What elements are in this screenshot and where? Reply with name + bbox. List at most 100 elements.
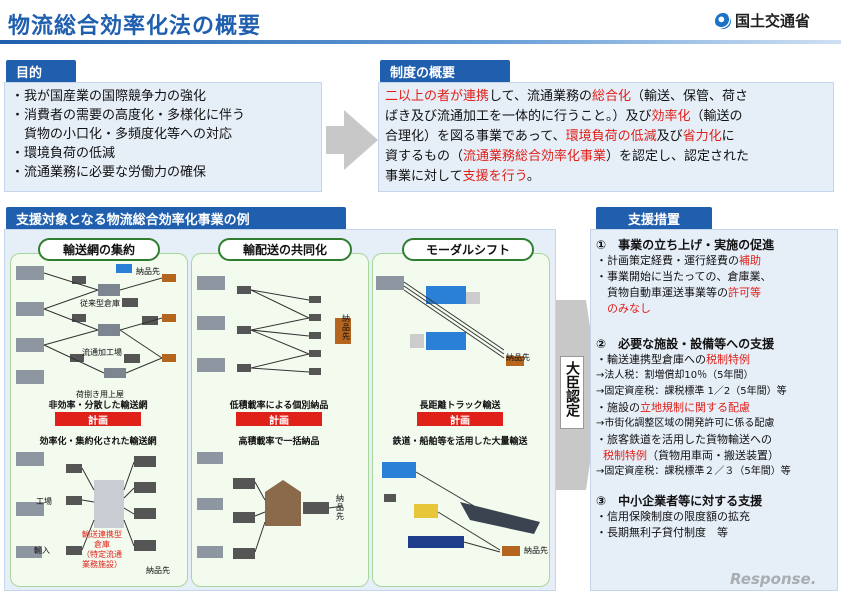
overview-text: に <box>721 129 735 144</box>
destination-icon <box>506 356 524 366</box>
network-center-label: 輸送連携型 倉庫 （特定流通 業務施設） <box>82 530 122 569</box>
overview-text-highlight: 二以上の者が連携 <box>385 89 490 104</box>
ministry-name: 国土交通省 <box>735 12 811 30</box>
purpose-header: 目的 <box>6 60 76 83</box>
support-text: ・輸送連携型倉庫への <box>596 353 706 366</box>
network-cargo-label: 荷捌き用上屋 <box>76 390 124 399</box>
purpose-item: ・環境負荷の低減 <box>11 146 116 161</box>
factory-icon <box>197 452 223 558</box>
minister-approval-text: 大臣認定 <box>564 361 580 417</box>
support-item: ・長期無利子貸付制度 等 <box>596 526 728 539</box>
overview-text: 資するもの（ <box>385 149 464 164</box>
support-section2-title: ② 必要な施設・設備等への支援 <box>596 337 775 351</box>
ministry-emblem-icon <box>715 12 731 29</box>
support-text-highlight: 補助 <box>739 254 761 267</box>
support-text: （貨物用車両・搬送装置） <box>647 449 779 462</box>
route-arrows <box>403 281 505 359</box>
factory-icon <box>197 276 225 372</box>
overview-text: 及び <box>656 129 683 144</box>
truck-icon <box>410 286 480 350</box>
joint-title: 輸配送の共同化 <box>218 238 352 261</box>
factory-icon <box>376 276 404 290</box>
support-item: ・旅客鉄道を活用した貨物輸送への <box>596 433 772 446</box>
network-title: 輸送網の集約 <box>38 238 160 261</box>
support-item: ・事業開始に当たっての、倉庫業、 <box>596 270 772 283</box>
modal-dest2-label: 納品先 <box>524 546 548 555</box>
support-section3-title: ③ 中小企業者等に対する支援 <box>596 494 763 508</box>
network-before-diagram <box>16 264 176 384</box>
joint-before-diagram <box>197 276 351 375</box>
network-after-caption: 効率化・集約化された輸送網 <box>39 437 157 447</box>
support-item: ・輸送連携型倉庫への税制特例 <box>596 352 834 368</box>
support-item: 税制特例（貨物用車両・搬送装置） <box>596 448 834 464</box>
overview-text: ）を認定し、認定された <box>606 149 750 164</box>
overview-text-highlight: 省力化 <box>682 129 722 144</box>
destination-icon <box>335 318 351 344</box>
network-import-label: 輸入 <box>34 546 50 555</box>
support-text-highlight: 許可等 <box>728 286 761 299</box>
support-item: →法人税：割増償却10％（5年間） <box>596 370 754 381</box>
title-divider <box>0 40 841 44</box>
joint-after-caption: 高積載率で一括納品 <box>238 437 320 447</box>
destination-icon <box>502 546 520 556</box>
ministry-logo: 国土交通省 <box>715 10 810 31</box>
support-section1-title: ① 事業の立ち上げ・実施の促進 <box>596 238 775 252</box>
route-arrows <box>43 272 163 374</box>
overview-text: ばき及び流通加工を一体的に行うこと。）及び <box>385 109 652 124</box>
joint-after-diagram <box>197 452 344 559</box>
support-content: ① 事業の立ち上げ・実施の促進 ・計画策定経費・運行経費の補助 ・事業開始に当た… <box>596 236 834 541</box>
support-item: のみなし <box>596 302 651 315</box>
support-panel <box>590 229 838 591</box>
watermark: Response. <box>730 570 817 588</box>
support-text-highlight: 立地規制に関する配慮 <box>640 401 750 414</box>
overview-text-highlight: 流通業務総合効率化事業 <box>463 149 607 164</box>
overview-text-highlight: 効率化 <box>651 109 691 124</box>
truck-icon <box>237 286 321 375</box>
joint-before-caption: 低積載率による個別納品 <box>229 401 329 411</box>
joint-dest2-label: 納品先 <box>336 494 344 521</box>
factory-icon <box>16 266 44 384</box>
network-factory-label: 工場 <box>36 497 52 506</box>
support-item: →市街化調整区域の開発許可に係る配慮 <box>596 418 775 429</box>
overview-text: 。 <box>526 169 540 184</box>
purpose-item: 貨物の小口化・多頻度化等への対応 <box>11 127 233 142</box>
support-item: ・計画策定経費・運行経費の補助 <box>596 253 834 269</box>
support-text-highlight: 税制特例 <box>706 353 750 366</box>
train-icon <box>408 536 464 548</box>
network-dest2-label: 納品先 <box>146 566 170 575</box>
truck-icon <box>382 462 416 502</box>
container-icon <box>414 504 438 518</box>
support-header: 支援措置 <box>596 207 712 230</box>
support-text: ・施設の <box>596 401 640 414</box>
overview-panel: 二以上の者が連携して、流通業務の総合化（輸送、保管、荷さ ばき及び流通加工を一体… <box>378 82 834 192</box>
factory-icon <box>16 452 44 558</box>
destination-icon <box>162 274 176 362</box>
support-item: →固定資産税：課税標準 1／2（5年間）等 <box>596 386 787 397</box>
purpose-item: ・我が国産業の国際競争力の強化 <box>11 89 207 104</box>
overview-text: 事業に対して <box>385 169 463 184</box>
ship-icon <box>460 502 540 534</box>
joint-center-icon <box>265 480 301 526</box>
network-warehouse-label: 従来型倉庫 <box>80 299 120 308</box>
modal-before-diagram <box>376 276 524 366</box>
network-processing-label: 流通加工場 <box>82 348 122 357</box>
network-plan-badge: 計画 <box>55 412 141 427</box>
purpose-item: ・流通業務に必要な労働力の確保 <box>11 165 207 180</box>
overview-text: （輸送、保管、荷さ <box>631 89 749 104</box>
support-item: 貨物自動車運送事業等の許可等 <box>596 285 834 301</box>
route-arrows <box>81 461 135 551</box>
support-text: ・計画策定経費・運行経費の <box>596 254 739 267</box>
support-text-highlight: 税制特例 <box>603 449 647 462</box>
overview-header: 制度の概要 <box>380 60 510 83</box>
modal-after-caption: 鉄道・船舶等を活用した大量輸送 <box>392 437 528 447</box>
modal-plan-badge: 計画 <box>417 412 503 427</box>
minister-approval-label: 大臣認定 <box>560 356 584 429</box>
route-arrows <box>254 481 344 553</box>
support-item: →固定資産税：課税標準２／３（5年間）等 <box>596 466 791 477</box>
joint-plan-badge: 計画 <box>236 412 322 427</box>
purpose-item: ・消費者の需要の高度化・多様化に伴う <box>11 108 246 123</box>
network-dest-label: 納品先 <box>136 267 160 276</box>
truck-icon <box>66 456 156 555</box>
joint-dest-label: 納品先 <box>342 314 350 341</box>
support-text: 貨物自動車運送事業等の <box>596 286 728 299</box>
